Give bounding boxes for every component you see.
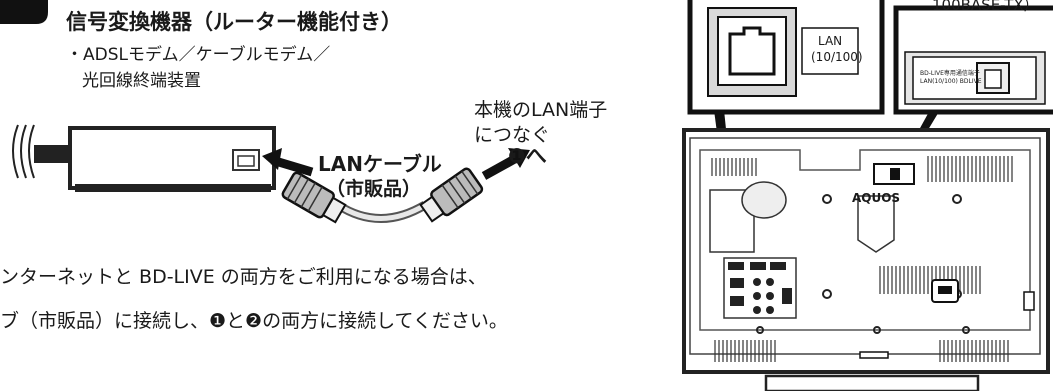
tv-back-panel	[682, 128, 1050, 391]
cable-connector-right	[419, 167, 484, 223]
lan-port-label-line1: LAN	[818, 34, 843, 48]
arrow-to-tv	[481, 152, 523, 180]
lan-cable-label-line1: LANケーブル	[318, 152, 442, 176]
brand-label: AQUOS	[852, 191, 901, 205]
modem-lan-port-icon	[232, 149, 260, 171]
lan-cable	[281, 167, 484, 224]
note-line2: ブ（市販品）に接続し、❶と❷の両方に接続してください。	[0, 310, 508, 332]
lan-terminal-label-line1: 本機のLAN端子	[474, 99, 608, 121]
lan-port-callout	[687, 0, 885, 115]
device-description-line2: 光回線終端装置	[82, 71, 201, 91]
corner-spec-label: 100BASE-TX）	[932, 0, 1039, 14]
bdlive-label-line2: LAN(10/100) BDLIVE	[920, 78, 982, 85]
device-description-line1: ・ADSLモデム／ケーブルモデム／	[66, 45, 331, 65]
lan-terminal-label-line2: につなぐ	[474, 124, 551, 146]
cable-connector-left	[281, 171, 347, 224]
modem-cord	[34, 145, 74, 163]
bdlive-port-callout	[893, 5, 1053, 115]
corner-marker	[0, 0, 48, 24]
step-1-marker: ❶へ	[508, 144, 547, 168]
modem-box	[68, 126, 276, 192]
device-title: 信号変換機器（ルーター機能付き）	[66, 10, 402, 34]
note-line1: ンターネットと BD-LIVE の両方をご利用になる場合は、	[0, 266, 487, 288]
lan-port-label-line2: (10/100)	[811, 50, 863, 64]
bdlive-label-line1: BD-LIVE専用通信端子	[920, 70, 980, 77]
lan-cable-label-line2: （市販品）	[326, 178, 422, 200]
lan-jack-icon	[728, 26, 776, 76]
signal-wave-icon	[12, 124, 35, 179]
